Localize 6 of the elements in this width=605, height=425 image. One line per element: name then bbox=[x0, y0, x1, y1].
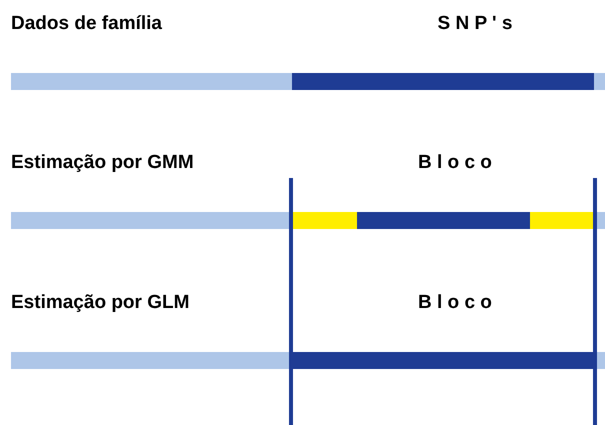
column-heading: B l o c o bbox=[418, 292, 492, 314]
column-heading: S N P ' s bbox=[438, 13, 512, 35]
column-heading: B l o c o bbox=[418, 152, 492, 174]
row-label: Estimação por GMM bbox=[11, 152, 194, 174]
row-label: Dados de família bbox=[11, 13, 162, 35]
row-label: Estimação por GLM bbox=[11, 292, 190, 314]
